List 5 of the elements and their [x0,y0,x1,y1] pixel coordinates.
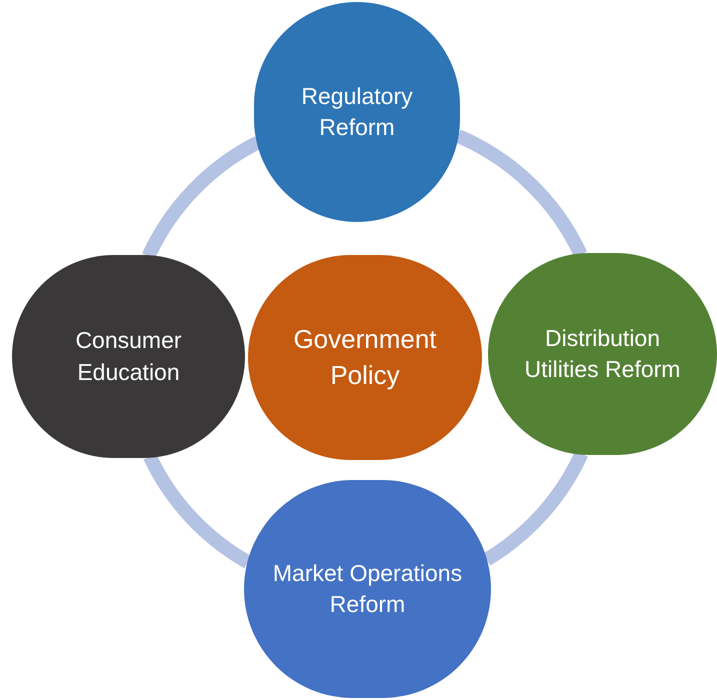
node-label: Government Policy [292,323,438,392]
node-label: Regulatory Reform [300,82,414,142]
node-label: Distribution Utilities Reform [524,324,682,384]
node-label: Market Operations Reform [272,558,464,619]
node-label: Consumer Education [74,326,183,386]
